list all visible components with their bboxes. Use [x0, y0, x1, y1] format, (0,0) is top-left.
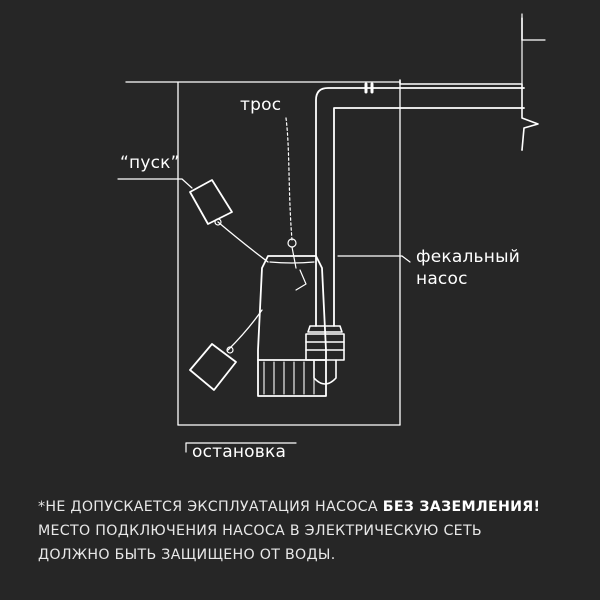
pump-label-line2: насос	[416, 269, 468, 289]
notice-line-3: ДОЛЖНО БЫТЬ ЗАЩИЩЕНО ОТ ВОДЫ.	[38, 547, 336, 563]
start-float-switch	[189, 179, 233, 226]
discharge-pipe	[315, 82, 525, 327]
notice-line-1-prefix: *НЕ ДОПУСКАЕТСЯ ЭКСПЛУАТАЦИЯ НАСОСА	[38, 499, 383, 515]
safety-notice: *НЕ ДОПУСКАЕТСЯ ЭКСПЛУАТАЦИЯ НАСОСА БЕЗ …	[38, 495, 578, 567]
notice-line-1: *НЕ ДОПУСКАЕТСЯ ЭКСПЛУАТАЦИЯ НАСОСА БЕЗ …	[38, 495, 578, 519]
label-leaders	[117, 178, 411, 453]
pipe-coupling	[305, 325, 345, 385]
stop-label: остановка	[192, 442, 287, 462]
pump-label-line1: фекальный	[416, 247, 520, 267]
cable-rope	[285, 117, 297, 269]
notice-line-1-bold: БЕЗ ЗАЗЕМЛЕНИЯ!	[382, 499, 541, 515]
start-label: “пуск”	[120, 153, 180, 173]
wall-structure	[399, 13, 546, 151]
sump-pit	[125, 81, 401, 426]
cable-label: трос	[240, 95, 282, 115]
stop-float-switch	[189, 343, 237, 391]
notice-line-2: МЕСТО ПОДКЛЮЧЕНИЯ НАСОСА В ЭЛЕКТРИЧЕСКУЮ…	[38, 523, 482, 539]
